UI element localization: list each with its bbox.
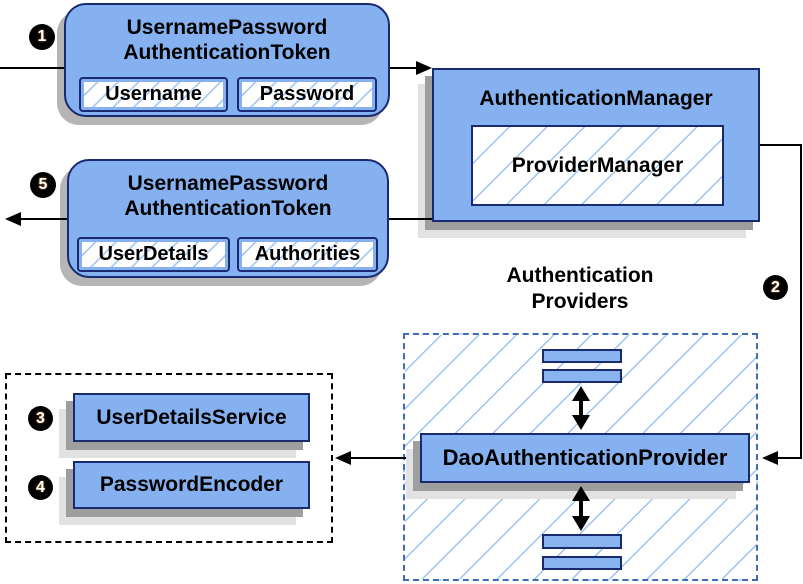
authentication-manager-box: AuthenticationManager ProviderManager bbox=[432, 68, 760, 222]
step-badge-3-number: 3 bbox=[36, 409, 45, 427]
step-badge-2-number: 2 bbox=[771, 278, 780, 296]
provider-slot-bar-bottom-1 bbox=[542, 534, 622, 549]
arrow-dao-to-beans bbox=[335, 451, 406, 465]
token-request-title-line-2: AuthenticationToken bbox=[123, 41, 331, 64]
provider-slot-bar-bottom-2 bbox=[542, 556, 622, 570]
token-result-title-line-2: AuthenticationToken bbox=[124, 197, 332, 220]
step-badge-1-number: 1 bbox=[37, 28, 47, 45]
step-badge-1: 1 bbox=[29, 24, 55, 50]
password-field-label: Password bbox=[259, 83, 355, 105]
authentication-manager-title: AuthenticationManager bbox=[479, 87, 713, 110]
authorities-field: Authorities bbox=[237, 237, 378, 272]
dao-authentication-provider-label: DaoAuthenticationProvider bbox=[442, 445, 728, 470]
userdetails-field-label: UserDetails bbox=[98, 243, 209, 265]
heading-line-1: Authentication bbox=[506, 264, 654, 287]
heading-line-2: Providers bbox=[531, 290, 629, 313]
password-encoder-label: PasswordEncoder bbox=[99, 473, 284, 496]
password-encoder-box: PasswordEncoder bbox=[73, 461, 310, 509]
username-field: Username bbox=[79, 77, 228, 112]
arrow-request-to-manager bbox=[390, 61, 432, 75]
step-badge-4-number: 4 bbox=[36, 478, 45, 496]
userdetails-field: UserDetails bbox=[77, 237, 230, 272]
token-request-title: UsernamePassword AuthenticationToken bbox=[66, 5, 388, 65]
token-result-title-line-1: UsernamePassword bbox=[127, 172, 329, 195]
provider-slot-bar-top-1 bbox=[542, 349, 622, 363]
step-badge-3: 3 bbox=[28, 406, 53, 431]
step-badge-5-number: 5 bbox=[38, 176, 48, 193]
password-field: Password bbox=[237, 77, 377, 112]
dao-authentication-provider-box: DaoAuthenticationProvider bbox=[420, 433, 750, 483]
provider-slot-bar-top-2 bbox=[542, 369, 622, 383]
user-details-service-box: UserDetailsService bbox=[73, 393, 310, 442]
step-badge-2: 2 bbox=[763, 275, 788, 300]
authorities-field-label: Authorities bbox=[254, 243, 361, 265]
token-result-title: UsernamePassword AuthenticationToken bbox=[69, 161, 387, 221]
provider-manager-box: ProviderManager bbox=[471, 125, 724, 206]
token-request-title-line-1: UsernamePassword bbox=[126, 16, 328, 39]
arrow-manager-to-dao bbox=[760, 144, 802, 465]
token-request-box: UsernamePassword AuthenticationToken Use… bbox=[64, 3, 390, 117]
step-badge-5: 5 bbox=[30, 172, 56, 198]
user-details-service-label: UserDetailsService bbox=[96, 405, 287, 429]
provider-manager-label: ProviderManager bbox=[511, 153, 684, 177]
arrow-result-out bbox=[5, 212, 67, 226]
token-result-box: UsernamePassword AuthenticationToken Use… bbox=[67, 159, 389, 278]
username-field-label: Username bbox=[105, 83, 202, 105]
authentication-providers-heading: Authentication Providers bbox=[455, 263, 705, 315]
step-badge-4: 4 bbox=[28, 475, 53, 500]
